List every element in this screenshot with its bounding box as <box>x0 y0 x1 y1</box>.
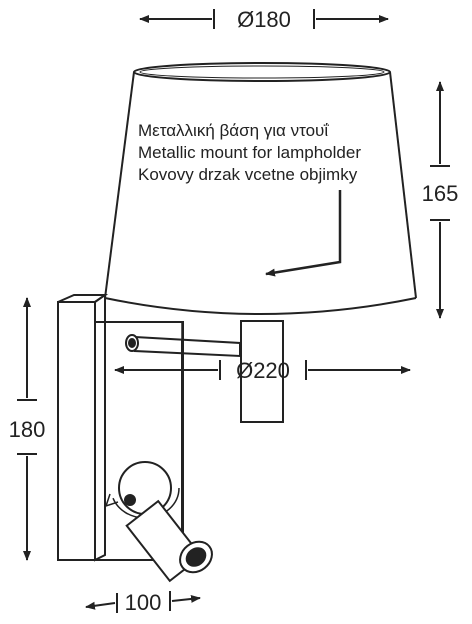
arm-knob-inner <box>128 338 136 348</box>
wall-base <box>57 293 184 562</box>
note-leader-line <box>265 190 342 277</box>
note-line-czech: Kovovy drzak vcetne objimky <box>138 165 358 184</box>
reading-light <box>104 457 213 583</box>
dim-base-height <box>17 297 37 561</box>
shade-top-rim-inner <box>139 65 385 79</box>
shade-height-label: 165 <box>422 181 459 206</box>
shade-bottom-edge <box>104 297 417 315</box>
reading-light-lens <box>185 547 207 567</box>
base-height-label: 180 <box>9 417 46 442</box>
dim-base-depth <box>85 591 201 613</box>
shade-right-side <box>389 71 417 299</box>
lamp-shade <box>104 62 417 315</box>
dim-bottom-diameter <box>114 360 411 380</box>
lampholder-mount <box>181 320 284 423</box>
note-line-english: Metallic mount for lampholder <box>138 143 361 162</box>
dim-depth-left-arrow <box>85 601 116 610</box>
rotation-arrow-icon <box>104 493 119 508</box>
arm-bar <box>134 335 241 358</box>
base-depth-label: 100 <box>125 590 162 615</box>
note-line-greek: Μεταλλική βάση για ντουΐ <box>138 121 329 140</box>
bottom-diameter-label: Ø220 <box>236 358 290 383</box>
dim-top-diameter <box>139 9 389 29</box>
top-diameter-label: Ø180 <box>237 7 291 32</box>
shade-left-side <box>104 71 135 299</box>
connecting-arm <box>125 334 241 358</box>
base-right-face <box>94 293 106 562</box>
dim-depth-right-arrow <box>171 594 201 603</box>
mount-stem <box>240 320 284 423</box>
reading-light-switch <box>124 494 136 506</box>
dim-shade-height <box>430 81 450 319</box>
base-front-face <box>57 301 96 561</box>
note-leader <box>265 190 342 277</box>
